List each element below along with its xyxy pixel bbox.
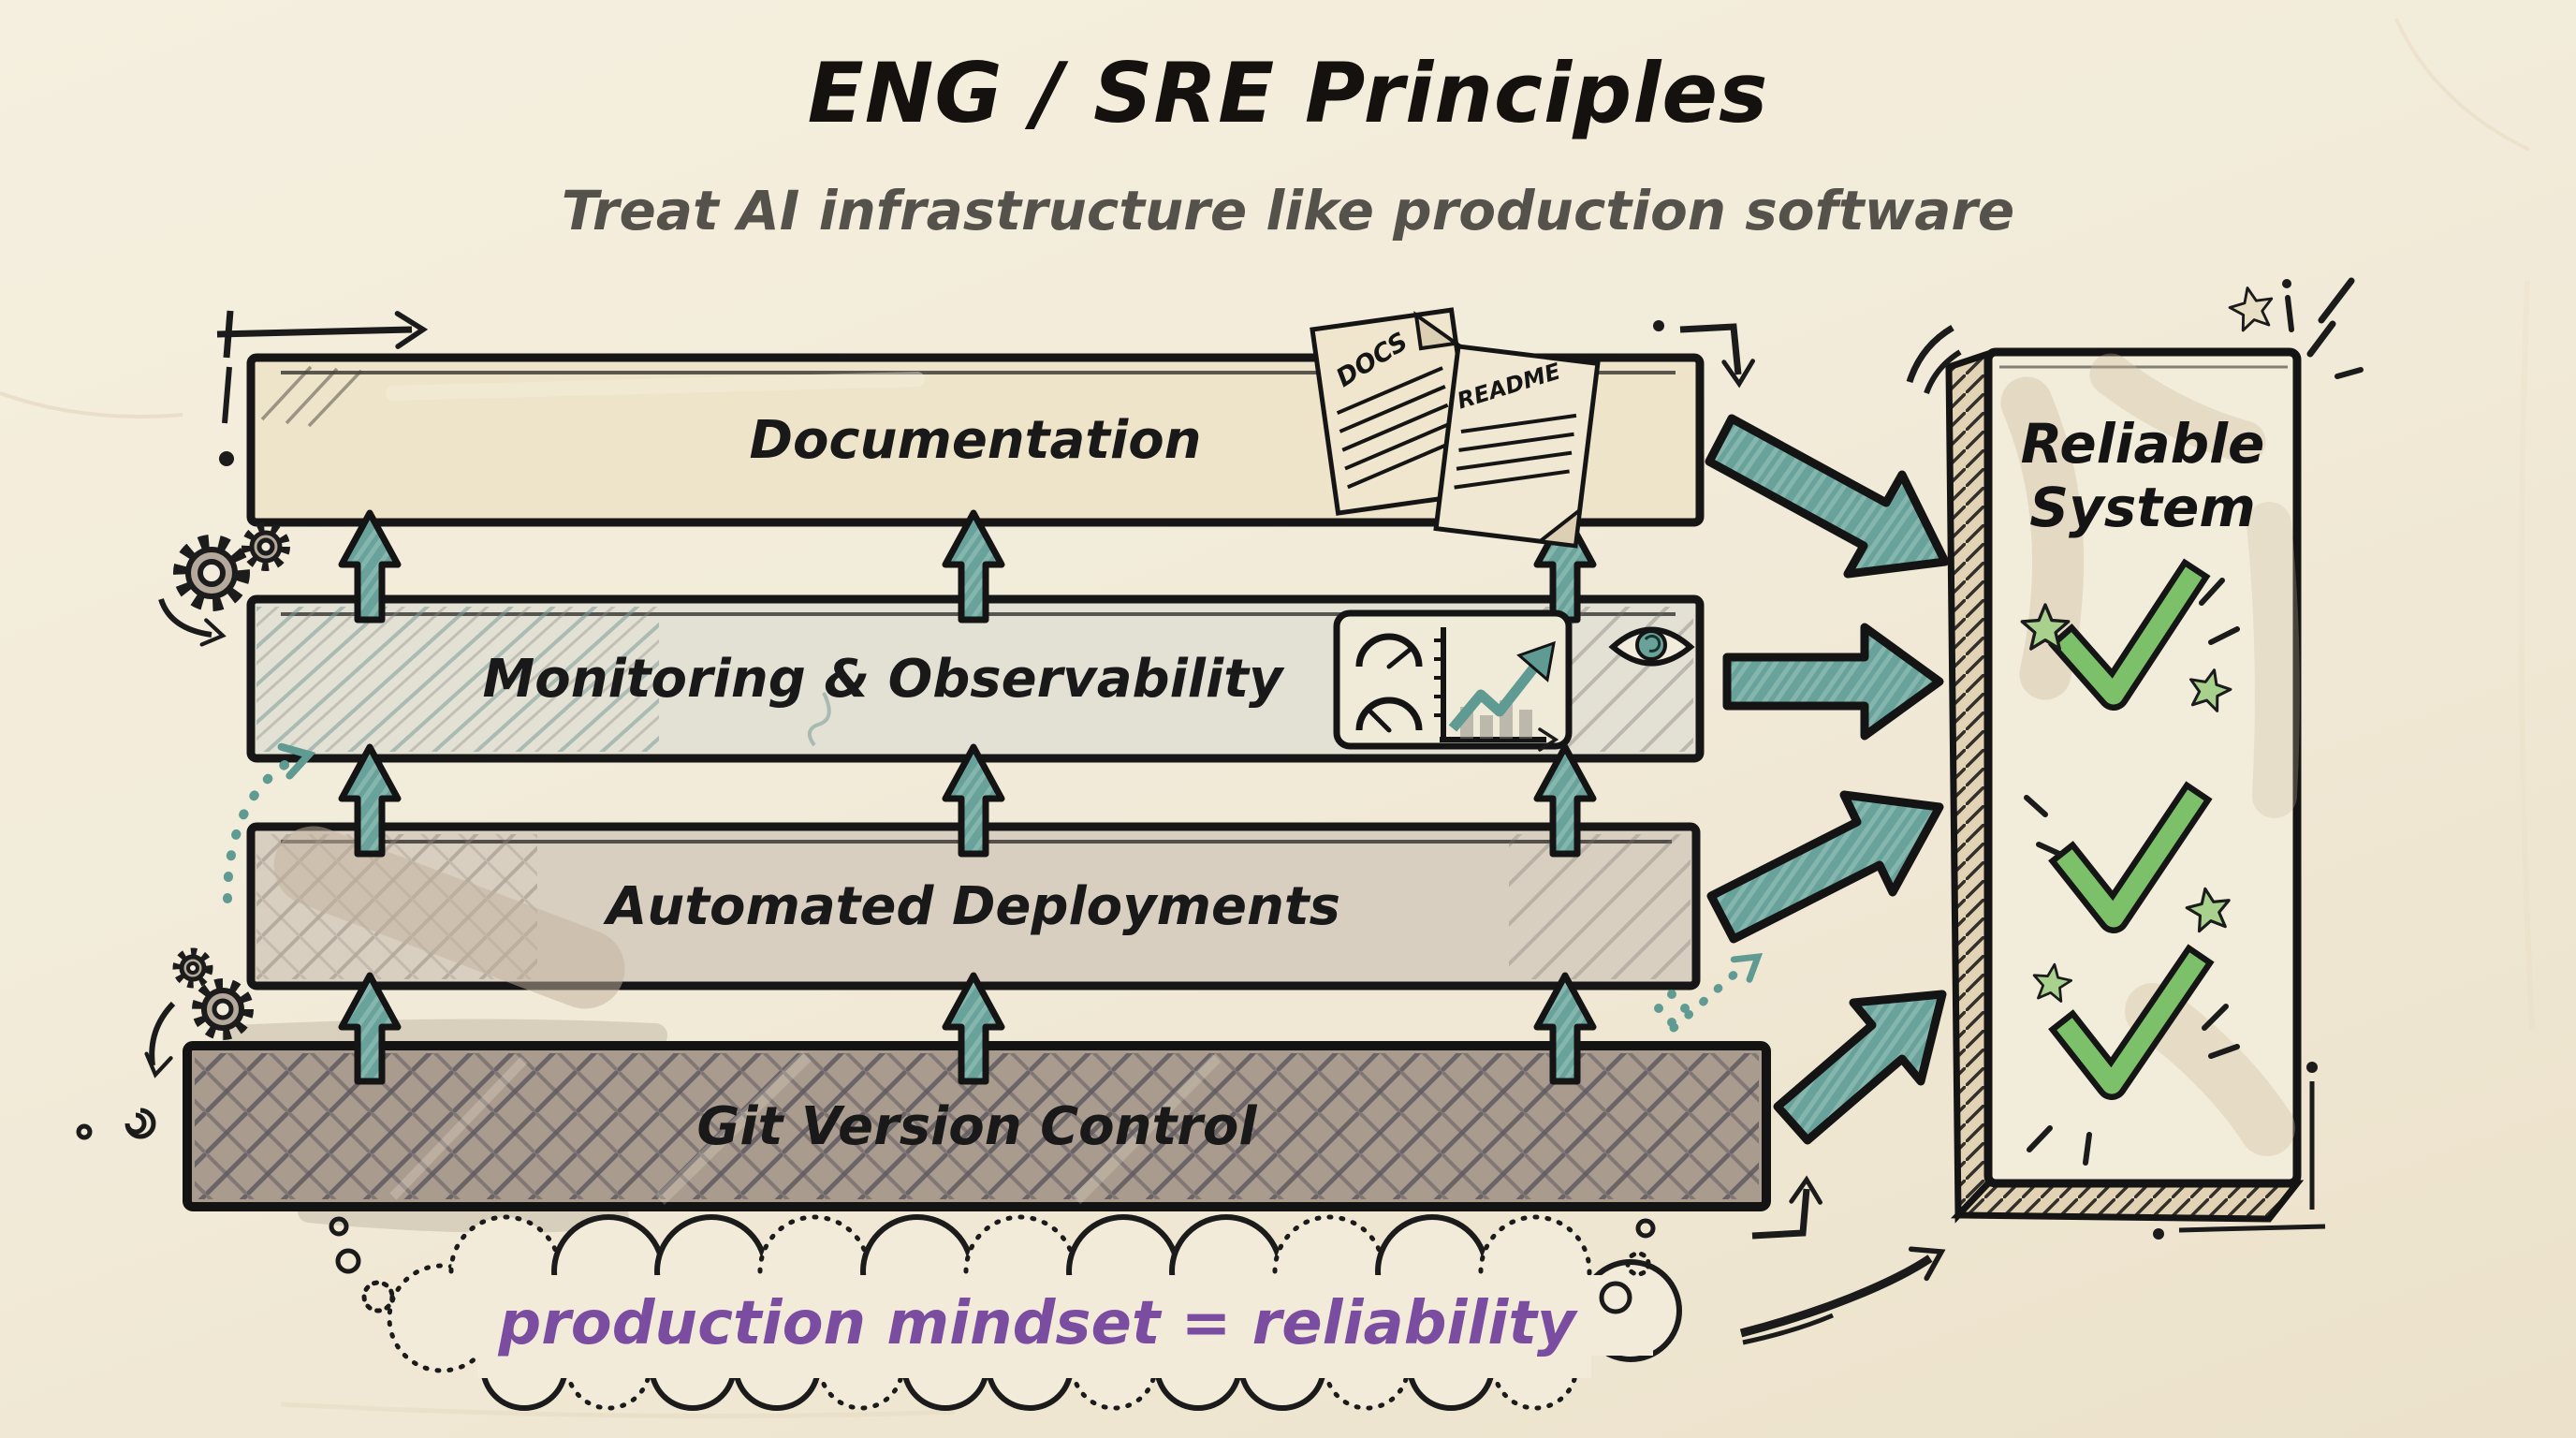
checkmark-1 [2056, 566, 2203, 705]
layer-label-monitoring: Monitoring & Observability [482, 648, 1283, 710]
thought-cloud [387, 1214, 1682, 1411]
layer-bar-git [183, 1019, 1771, 1233]
layer-label-git: Git Version Control [696, 1095, 1257, 1157]
sparkle-dashes [2024, 578, 2240, 1166]
up-arrow [1533, 743, 1597, 858]
up-arrow [942, 972, 1005, 1085]
thought-cloud-bubbles [329, 1216, 1656, 1314]
up-arrow [338, 743, 402, 858]
right-arrow-documentation [1705, 414, 1950, 579]
panel-title-line1: Reliable [2020, 411, 2265, 476]
eye-icon [1608, 626, 1695, 667]
doodle-spiral [76, 1108, 156, 1140]
panel-title: Reliable System [1992, 391, 2293, 560]
panel-base [1950, 1180, 2305, 1223]
layer-label-deployments: Automated Deployments [607, 875, 1340, 937]
paper-texture [0, 18, 2535, 1418]
page-title: ENG / SRE Principles [807, 44, 1769, 141]
thought-bubble-text: production mindset = reliability [498, 1289, 1576, 1358]
panel-decorations [1906, 279, 2364, 1240]
up-arrow [942, 743, 1005, 858]
gears-icon-top [158, 522, 290, 648]
layer-bar-deployments [246, 822, 1701, 1009]
black-guide-arrows [216, 311, 1949, 1345]
page-subtitle: Treat AI infrastructure like production … [561, 179, 2015, 242]
right-arrow-git [1773, 990, 1947, 1145]
up-arrow [942, 509, 1005, 624]
reliable-system-panel [1945, 347, 2305, 1224]
checkmark-3 [2056, 952, 2206, 1094]
up-arrow [338, 509, 402, 624]
checkmark-2 [2056, 789, 2204, 928]
gauge-dashboard-icon [1333, 609, 1573, 752]
panel-spine [1945, 349, 1992, 1224]
up-arrow [1533, 972, 1597, 1085]
teal-dashed-arrows [223, 741, 1765, 1033]
gears-icon-bottom [143, 947, 254, 1077]
green-checkmarks [2048, 558, 2215, 1100]
right-arrow-monitoring [1722, 623, 1944, 741]
readme-paper-icon: README [1433, 344, 1601, 549]
right-arrow-deployments [1706, 790, 1944, 944]
layer-label-documentation: Documentation [749, 409, 1202, 471]
star-icon [2227, 284, 2277, 332]
teal-right-arrows [1705, 414, 1950, 1145]
up-arrow [338, 972, 402, 1085]
teal-dot-cluster [1654, 990, 1690, 1027]
docs-paper-icon: DOCS [1310, 307, 1480, 516]
panel-title-line2: System [2029, 476, 2256, 539]
